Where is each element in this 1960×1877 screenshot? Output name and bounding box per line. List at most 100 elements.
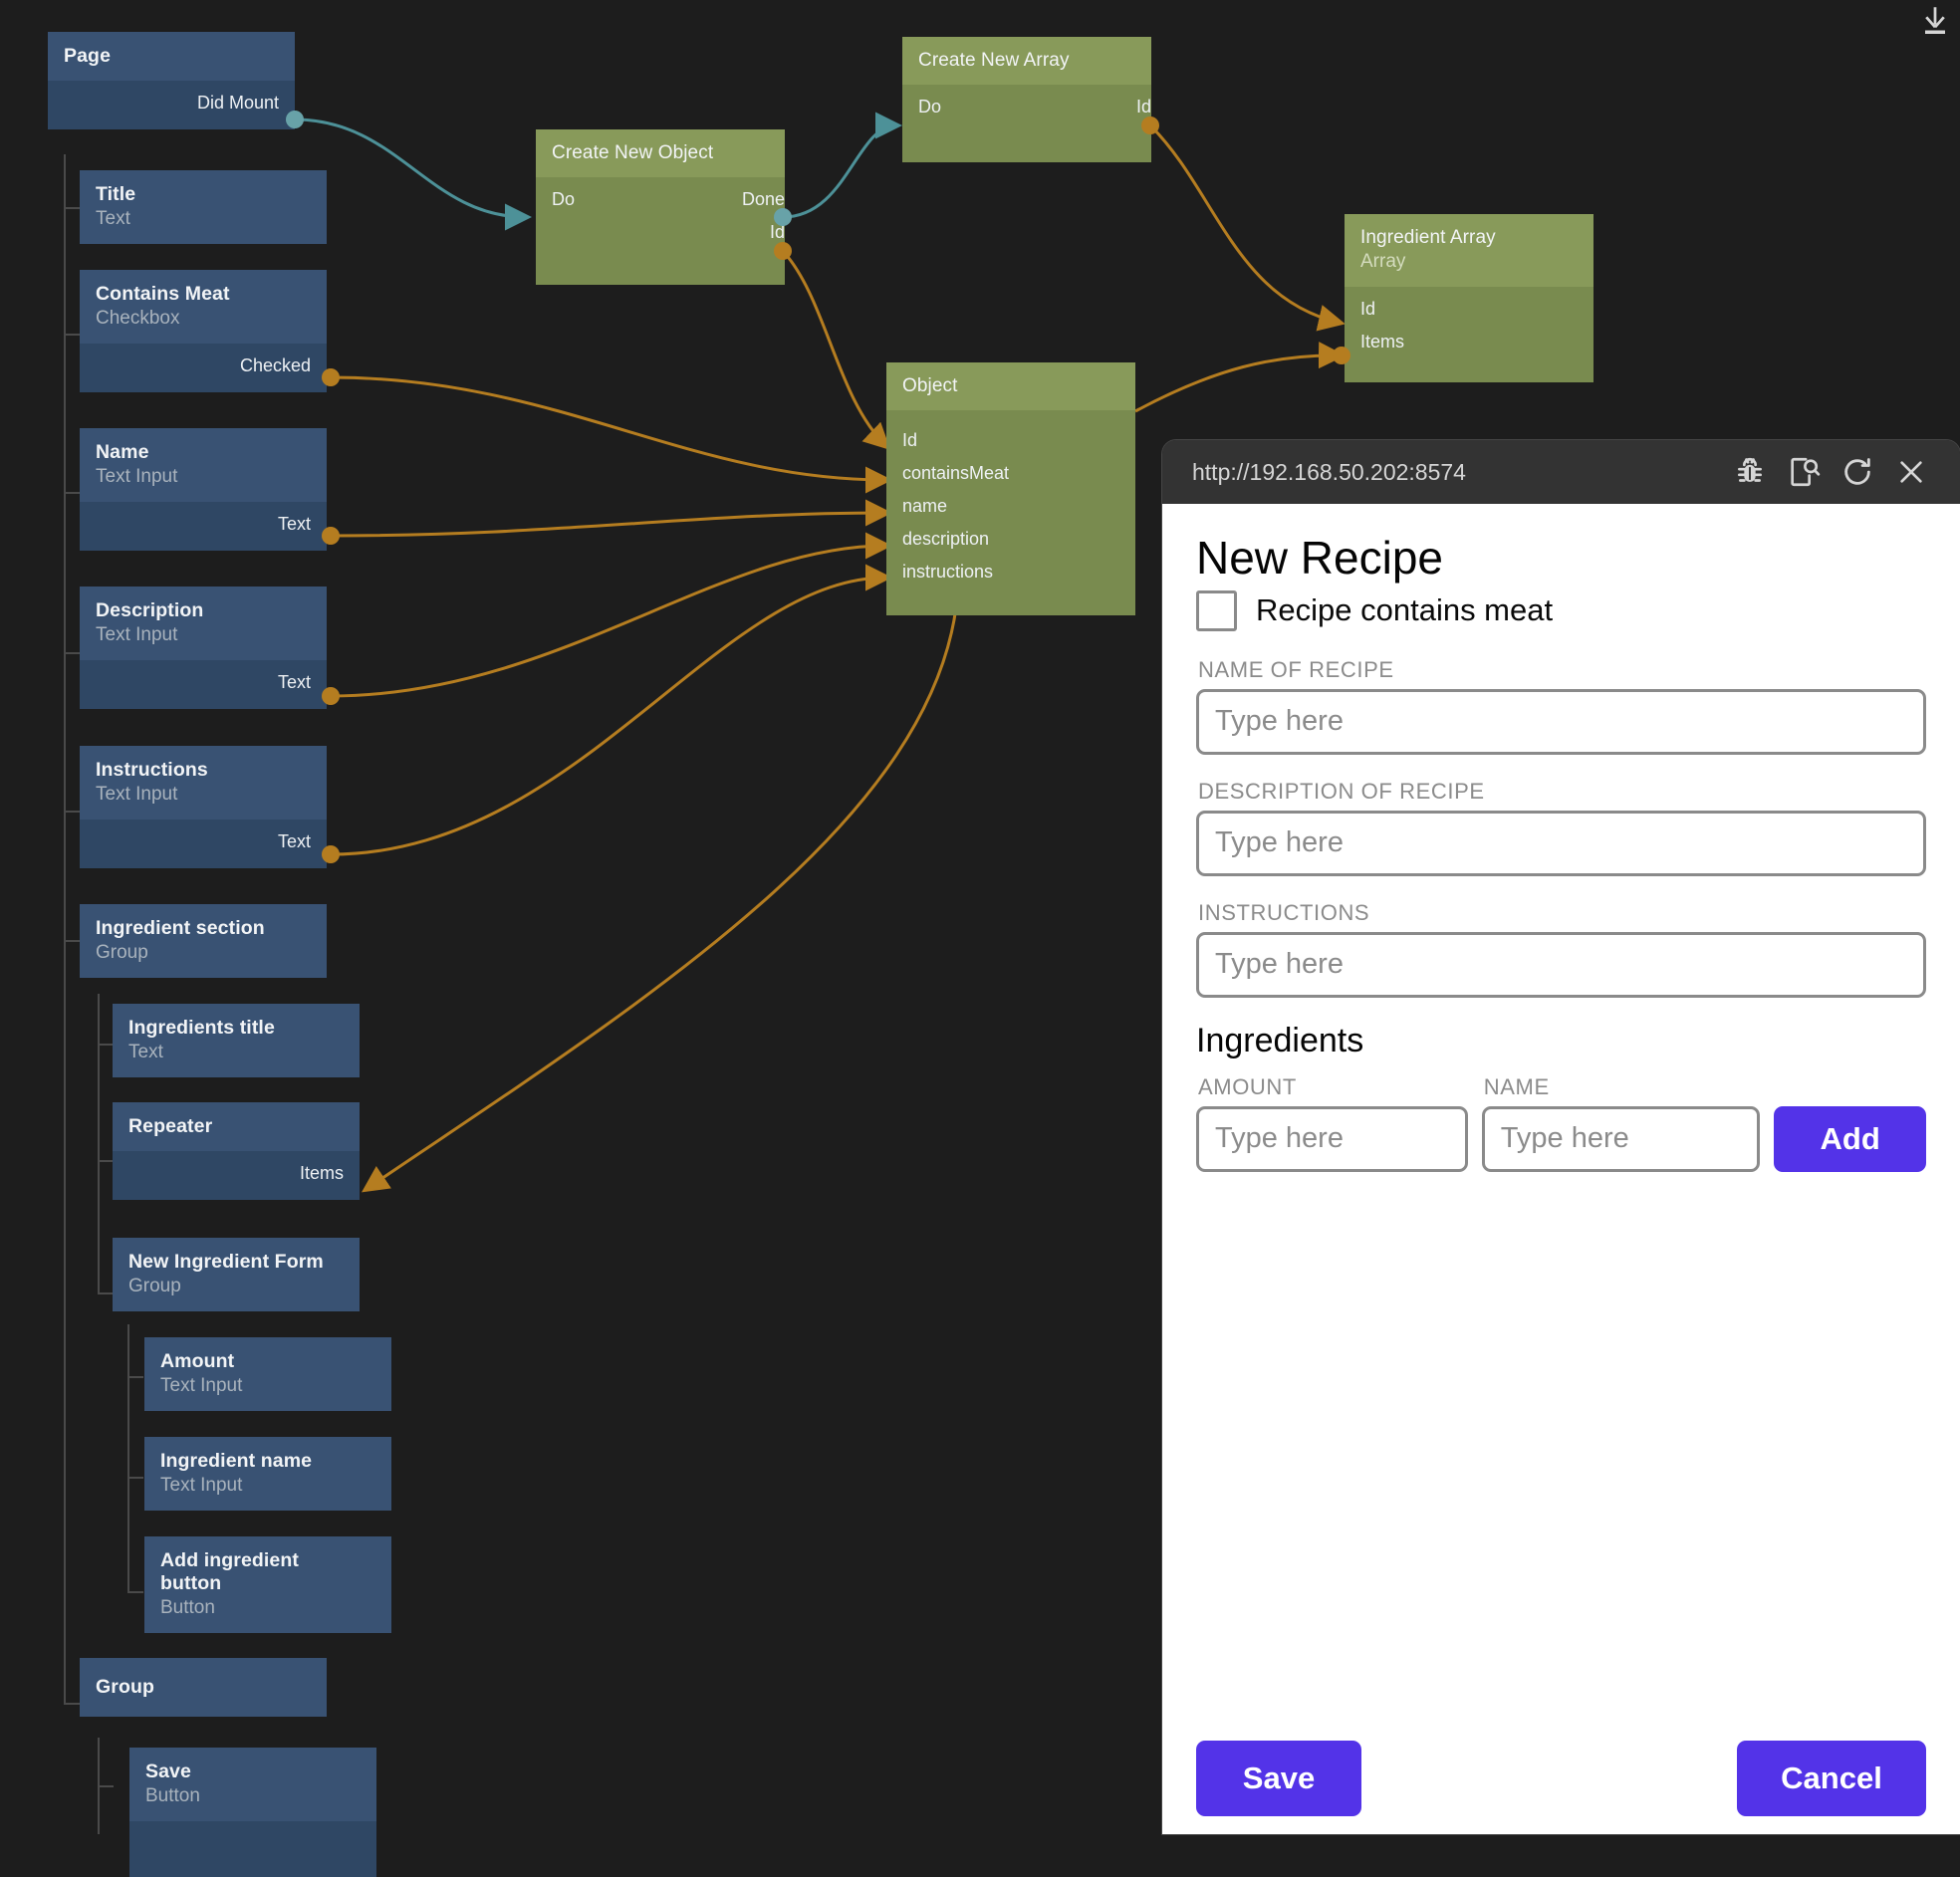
node-subtitle: Button [160, 1597, 215, 1618]
url-text[interactable]: http://192.168.50.202:8574 [1192, 458, 1466, 485]
port-checked[interactable]: Checked [80, 350, 327, 382]
inspect-page-icon[interactable] [1777, 445, 1831, 499]
node-repeater[interactable]: Repeater Items [113, 1102, 360, 1200]
port-label: instructions [902, 562, 994, 583]
port-items[interactable]: Items [1345, 326, 1593, 358]
port-name[interactable]: name [886, 490, 1135, 523]
node-ports: Text [80, 819, 327, 868]
node-subtitle: Array [1360, 251, 1406, 273]
tree-guide-tick [64, 811, 80, 813]
node-contains-meat[interactable]: Contains Meat Checkbox Checked [80, 270, 327, 392]
port-label: Text [277, 830, 311, 851]
node-amount[interactable]: Amount Text Input [144, 1337, 391, 1411]
contains-meat-checkbox[interactable] [1196, 589, 1237, 631]
close-icon[interactable] [1884, 445, 1938, 499]
node-ports: Do Id [902, 85, 1151, 163]
name-of-recipe-label: NAME OF RECIPE [1198, 656, 1394, 682]
node-instructions[interactable]: Instructions Text Input Text [80, 746, 327, 868]
port-instructions[interactable]: instructions [886, 556, 1135, 588]
port-text[interactable]: Text [80, 508, 327, 541]
ingredient-amount-group: AMOUNT [1196, 1074, 1468, 1196]
node-object[interactable]: Object Id containsMeat name description … [886, 362, 1135, 616]
node-ports: Text [80, 659, 327, 709]
node-ingredients-title[interactable]: Ingredients title Text [113, 1004, 360, 1077]
port-label: Id [902, 430, 918, 451]
node-title[interactable]: Title Text [80, 170, 327, 244]
port-text[interactable]: Text [80, 825, 327, 858]
node-name[interactable]: Name Text Input Text [80, 428, 327, 551]
port-items[interactable]: Items [113, 1157, 360, 1190]
node-add-ingredient-button[interactable]: Add ingredient button Button [144, 1536, 391, 1633]
node-title-label: New Ingredient Form [128, 1251, 324, 1273]
description-of-recipe-input[interactable] [1196, 810, 1926, 876]
ingredient-name-label: NAME [1483, 1073, 1550, 1099]
node-create-new-object[interactable]: Create New Object Do Done Id [536, 129, 785, 286]
node-description[interactable]: Description Text Input Text [80, 587, 327, 709]
tree-guide [127, 1324, 129, 1591]
contains-meat-label: Recipe contains meat [1256, 592, 1554, 628]
node-ingredient-name[interactable]: Ingredient name Text Input [144, 1437, 391, 1511]
port-label: Id [1360, 299, 1376, 320]
save-button[interactable]: Save [1196, 1741, 1361, 1816]
port-description[interactable]: description [886, 523, 1135, 556]
port-label: Id [1135, 97, 1151, 117]
port-label: Checked [239, 354, 311, 375]
node-ports: Did Mount [48, 81, 295, 129]
port-did-mount[interactable]: Did Mount [48, 87, 295, 119]
node-header: Add ingredient button Button [144, 1536, 391, 1633]
port-label: Do [552, 189, 576, 210]
port-label: Text [277, 671, 311, 692]
port-id[interactable]: Id [1345, 293, 1593, 326]
description-of-recipe-label: DESCRIPTION OF RECIPE [1198, 778, 1485, 804]
node-page[interactable]: Page Did Mount [48, 32, 295, 129]
node-title-label: Title [96, 183, 136, 205]
node-header: New Ingredient Form Group [113, 1238, 360, 1311]
add-ingredient-button[interactable]: Add [1774, 1105, 1926, 1172]
node-group[interactable]: Group [80, 1658, 327, 1717]
port-label: Items [1360, 332, 1405, 352]
port-id[interactable]: Id [886, 424, 1135, 457]
node-title-label: Ingredient Array [1360, 227, 1496, 248]
preview-page-body: New Recipe Recipe contains meat NAME OF … [1162, 504, 1960, 1834]
node-new-ingredient-form[interactable]: New Ingredient Form Group [113, 1238, 360, 1311]
port-id[interactable]: Id [536, 216, 785, 249]
port-do[interactable]: Do [902, 91, 1151, 123]
ingredient-name-input[interactable] [1481, 1105, 1761, 1172]
tree-guide-tick [64, 207, 80, 209]
node-save[interactable]: Save Button [129, 1748, 376, 1877]
reload-icon[interactable] [1831, 445, 1884, 499]
node-create-new-array[interactable]: Create New Array Do Id [902, 37, 1151, 163]
instructions-label: INSTRUCTIONS [1198, 899, 1370, 925]
cancel-button[interactable]: Cancel [1737, 1741, 1926, 1816]
node-title-label: Contains Meat [96, 283, 230, 305]
node-header: Ingredient name Text Input [144, 1437, 391, 1511]
node-title-label: Ingredients title [128, 1017, 275, 1039]
page-title: New Recipe [1196, 532, 1443, 584]
preview-window[interactable]: http://192.168.50.202:8574 [1162, 440, 1960, 1834]
name-of-recipe-input[interactable] [1196, 688, 1926, 755]
node-header: Ingredient section Group [80, 904, 327, 978]
port-contains-meat[interactable]: containsMeat [886, 457, 1135, 490]
bug-icon[interactable] [1723, 445, 1777, 499]
port-label: Do [918, 97, 942, 117]
port-label: Text [277, 513, 311, 534]
tree-guide-tick [98, 1044, 114, 1046]
node-ingredient-array[interactable]: Ingredient Array Array Id Items [1345, 214, 1593, 383]
node-header: Ingredients title Text [113, 1004, 360, 1077]
port-id[interactable]: Id [902, 91, 1151, 123]
node-title-label: Description [96, 599, 204, 621]
download-icon[interactable] [1920, 4, 1950, 38]
node-subtitle: Group [128, 1276, 181, 1296]
ingredient-entry-row: AMOUNT NAME Add [1196, 1074, 1926, 1196]
node-ports: Items [113, 1151, 360, 1200]
node-subtitle: Group [96, 942, 148, 963]
ingredient-amount-input[interactable] [1196, 1105, 1468, 1172]
port-text[interactable]: Text [80, 666, 327, 699]
port-done[interactable]: Done [536, 183, 785, 216]
port-do[interactable]: Do [536, 183, 785, 216]
instructions-input[interactable] [1196, 931, 1926, 998]
node-ingredient-section[interactable]: Ingredient section Group [80, 904, 327, 978]
tree-guide-tick [98, 1785, 114, 1787]
node-header: Ingredient Array Array [1345, 214, 1593, 288]
port-label: name [902, 496, 948, 517]
